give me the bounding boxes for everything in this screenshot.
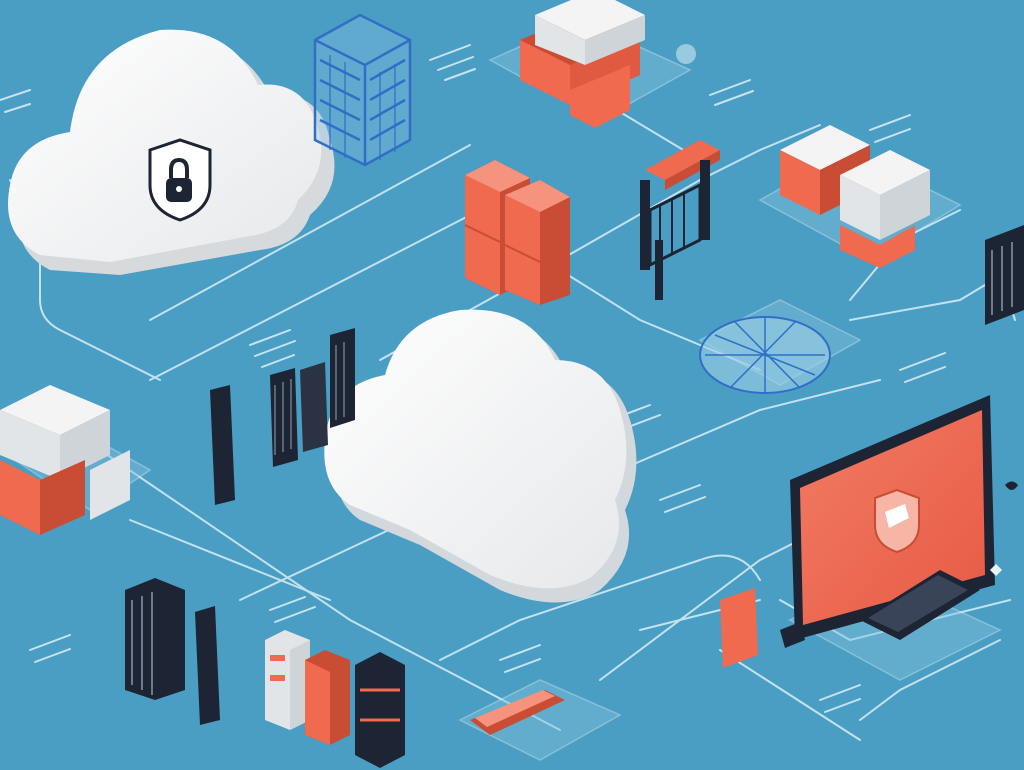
padlock-shield-icon: [148, 138, 212, 222]
coral-cubes-center: [464, 160, 570, 305]
blue-server-rack: [313, 13, 412, 167]
data-dome: [699, 316, 831, 394]
cloud-top-left: [8, 29, 335, 275]
tablet-device: [470, 588, 758, 735]
small-decorations: [676, 44, 1018, 576]
server-towers-bottom: [265, 630, 405, 768]
network-gates-bottom-left: [125, 578, 220, 725]
server-boxes-left: [0, 385, 130, 535]
server-boxes-right: [780, 125, 930, 268]
gateway-kiosk: [640, 140, 720, 300]
shield-icon: [874, 488, 920, 554]
cloud-center: [324, 309, 637, 603]
firewall-panels: [210, 328, 355, 505]
security-monitor: [780, 395, 995, 648]
server-unit-right-edge: [985, 225, 1024, 325]
server-boxes-top: [520, 0, 645, 128]
